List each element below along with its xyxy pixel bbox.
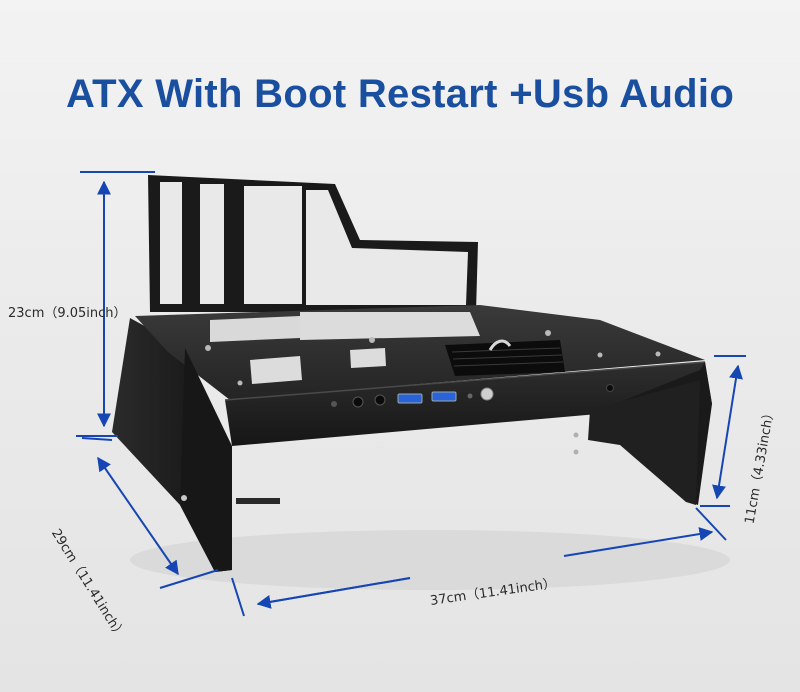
foot-bracket [236,498,280,504]
hdd-led-icon [331,401,337,407]
floor-shadow [130,530,730,590]
microphone-jack-icon [374,394,386,406]
front-left-leg [180,348,232,572]
motherboard-tray [135,305,705,400]
gpu-bracket [148,175,478,312]
power-button-icon [480,387,494,401]
psu-fan-grille [445,340,565,376]
front-io-panel [224,361,712,446]
product-title: ATX With Boot Restart +Usb Audio [65,72,735,116]
height-label: 23cm（9.05inch） [8,306,127,321]
usb-port-2-icon [431,391,457,402]
headphone-jack-icon [352,396,364,408]
dimension-arrows [76,171,746,617]
rear-leg [588,380,700,505]
usb-port-1-icon [397,393,423,404]
reset-button-icon [467,393,473,399]
